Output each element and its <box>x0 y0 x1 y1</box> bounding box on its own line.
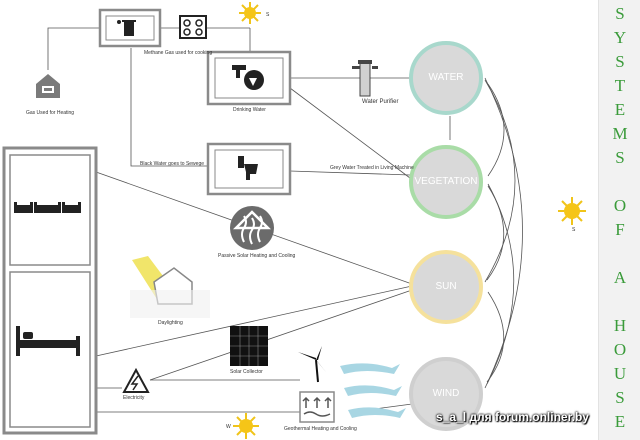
title-letter: U <box>613 364 627 383</box>
sun-top-s-label: S <box>266 12 270 18</box>
water-purifier-label: Water Purifier <box>362 99 399 105</box>
sofa-icon <box>14 202 81 213</box>
geothermal-label: Geothermal Heating and Cooling <box>284 426 357 432</box>
faucet-icon <box>232 65 264 90</box>
vegetation-circle <box>409 145 483 219</box>
daylighting-icon <box>130 256 210 318</box>
gas-heating-icon <box>36 74 60 98</box>
title-letter: E <box>614 412 626 431</box>
connector-lines <box>47 27 523 413</box>
water-circle <box>409 41 483 115</box>
toilet-icon <box>238 156 258 180</box>
title-letter: S <box>615 388 625 407</box>
methane-label: Methane Gas used for cooking <box>144 50 213 56</box>
wind-gust-icons <box>340 363 406 418</box>
title-letter: E <box>614 100 626 119</box>
grey-water-label: Grey Water Treated in Living Machine <box>330 165 414 171</box>
title-letter: M <box>612 124 628 143</box>
black-water-label: Black Water goes to Sewege <box>140 161 205 167</box>
stove-icon <box>179 15 207 39</box>
passive-solar-icon <box>230 206 274 250</box>
electricity-icon <box>122 367 150 393</box>
gas-heating-label: Gas Used for Heating <box>26 110 75 116</box>
solar-collector-label: Solar Collector <box>230 369 263 375</box>
water-purifier-icon <box>352 60 378 97</box>
title-letter: F <box>615 220 625 239</box>
electricity-label: Electricity <box>123 395 145 401</box>
sun-icon-top <box>239 2 261 24</box>
water-label: WATER <box>428 72 464 83</box>
bed-icon <box>16 326 80 356</box>
sun-circle <box>409 250 483 324</box>
title-sidebar: S Y S T E M S O F A H O U S E <box>598 0 640 440</box>
wind-label: WIND <box>432 388 460 399</box>
daylighting-label: Daylighting <box>158 320 183 326</box>
watermark-text: s_a_l для forum.onliner.by <box>436 410 589 424</box>
title-letter: S <box>615 4 625 23</box>
wind-circle <box>409 357 483 431</box>
solar-collector-icon <box>230 326 268 366</box>
title-letter: O <box>613 340 627 359</box>
title-letter: S <box>615 148 625 167</box>
title-letter: Y <box>613 28 627 47</box>
sun-bottom-w-label: W <box>226 424 231 430</box>
title-letter: A <box>613 268 627 287</box>
passive-solar-label: Passive Solar Heating and Cooling <box>218 253 296 259</box>
title-letter: H <box>613 316 627 335</box>
sun-label: SUN <box>435 281 457 292</box>
title-letter: O <box>613 196 627 215</box>
sun-right-s-label: S <box>572 227 576 233</box>
drinking-water-label: Drinking Water <box>233 107 266 113</box>
wind-turbine-icon <box>298 346 326 383</box>
sun-icon-bottom <box>233 413 259 439</box>
vegetation-label: VEGETATION <box>414 176 478 187</box>
trash-icon <box>117 20 136 36</box>
sun-icon-right <box>558 197 586 225</box>
title-letter: T <box>614 76 626 95</box>
title-letter: S <box>615 52 625 71</box>
geothermal-icon <box>299 391 335 423</box>
